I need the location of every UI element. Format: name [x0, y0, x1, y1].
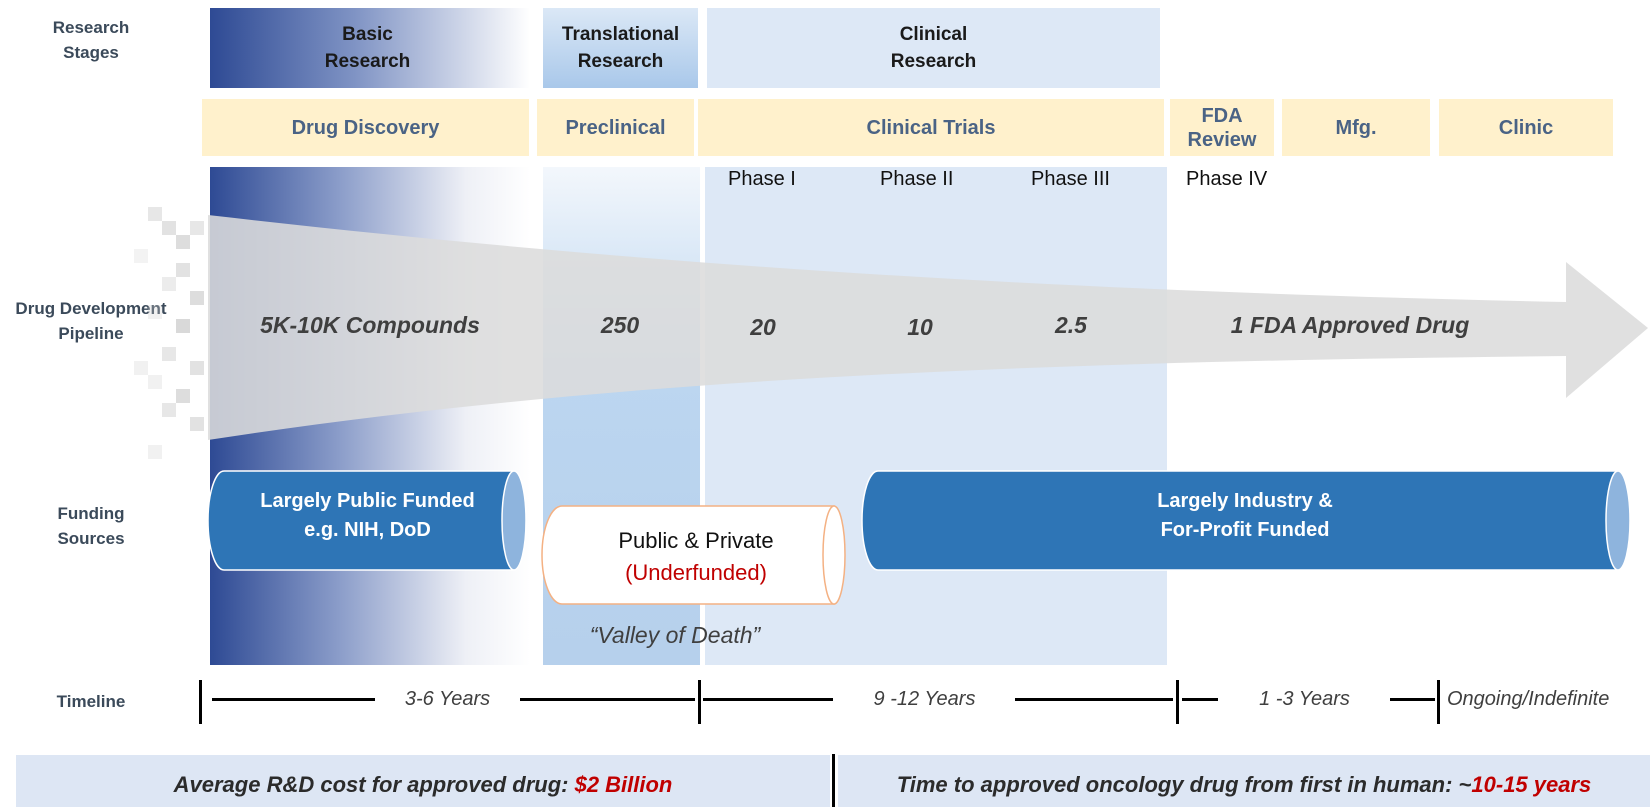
- row-label-timeline: Timeline: [56, 692, 126, 711]
- timeline-label-discovery: 3-6 Years: [404, 688, 491, 710]
- timeline-line: [212, 698, 375, 701]
- timeline-label-clinical: 9 -12 Years: [873, 688, 976, 710]
- public-private-cylinder: [541, 505, 846, 605]
- row-label-pipeline: Drug Development Pipeline: [15, 299, 167, 343]
- step-manufacturing: Mfg.: [1282, 99, 1430, 156]
- footer-time-value: 10-15 years: [1471, 772, 1592, 797]
- phase-1-label: Phase I: [728, 168, 796, 190]
- funding-mixed-line1: Public & Private: [618, 528, 774, 553]
- phase-3-label: Phase III: [1031, 168, 1110, 190]
- count-phase1: 20: [750, 314, 776, 340]
- step-fda-review: FDA Review: [1170, 99, 1274, 156]
- stage-translational-research: Translational Research: [561, 24, 680, 72]
- industry-funded-cylinder: [861, 470, 1631, 571]
- step-clinical-trials: Clinical Trials: [698, 99, 1164, 156]
- row-label-research-stages: Research Stages: [52, 18, 130, 62]
- basic-research-band: [210, 8, 530, 88]
- funding-public-line2: e.g. NIH, DoD: [304, 519, 431, 541]
- stage-clinical-research: Clinical Research: [890, 24, 977, 72]
- funding-public-line1: Largely Public Funded: [260, 490, 475, 512]
- count-preclinical: 250: [600, 312, 640, 338]
- timeline-tick-fda: [1176, 680, 1179, 724]
- timeline-tick-start: [199, 680, 202, 724]
- pixel-fade-pattern: [134, 207, 204, 459]
- timeline-line: [703, 698, 833, 701]
- timeline-line: [520, 698, 695, 701]
- step-preclinical: Preclinical: [537, 99, 694, 156]
- footer-time-panel: [838, 755, 1650, 807]
- step-drug-discovery: Drug Discovery: [202, 99, 529, 156]
- timeline-tick-clinic: [1437, 680, 1440, 724]
- footer-cost-label: Average R&D cost for approved drug:: [173, 772, 575, 797]
- clinical-research-band: [707, 8, 1160, 88]
- count-phase3: 2.5: [1055, 312, 1087, 338]
- footer-cost-value: $2 Billion: [574, 772, 673, 797]
- footer-divider: [832, 754, 835, 807]
- count-approved: 1 FDA Approved Drug: [1230, 312, 1470, 338]
- timeline-line: [1182, 698, 1218, 701]
- funding-mixed-text: Public & Private (Underfunded): [556, 512, 836, 602]
- count-phase2: 10: [907, 314, 933, 340]
- valley-of-death-label: “Valley of Death”: [589, 622, 761, 648]
- timeline-line: [1390, 698, 1435, 701]
- funding-industry-line2: For-Profit Funded: [1160, 519, 1330, 541]
- funding-industry-text: Largely Industry & For-Profit Funded: [870, 471, 1620, 561]
- phase-2-label: Phase II: [880, 168, 954, 190]
- row-label-funding: Funding Sources: [57, 504, 125, 548]
- pipeline-funnel-shape: [208, 215, 1648, 440]
- timeline-tick-clinical: [698, 680, 701, 724]
- timeline-label-review: 1 -3 Years: [1259, 688, 1350, 710]
- stage-basic-research: Basic Research: [324, 24, 411, 72]
- public-funded-cylinder: [207, 470, 527, 571]
- footer-time-label: Time to approved oncology drug from firs…: [896, 772, 1472, 797]
- funding-mixed-line2: (Underfunded): [625, 560, 767, 585]
- timeline-line: [1015, 698, 1173, 701]
- footer-cost-text: Average R&D cost for approved drug: $2 B…: [16, 772, 830, 798]
- funding-public-text: Largely Public Funded e.g. NIH, DoD: [220, 471, 515, 561]
- footer-cost-panel: [16, 755, 830, 807]
- footer-time-text: Time to approved oncology drug from firs…: [838, 772, 1650, 798]
- step-clinic: Clinic: [1439, 99, 1613, 156]
- timeline-label-ongoing: Ongoing/Indefinite: [1447, 688, 1610, 710]
- funding-industry-line1: Largely Industry &: [1157, 490, 1333, 512]
- phase-4-label: Phase IV: [1186, 168, 1268, 190]
- translational-research-band: [543, 8, 698, 88]
- count-compounds: 5K-10K Compounds: [260, 312, 480, 338]
